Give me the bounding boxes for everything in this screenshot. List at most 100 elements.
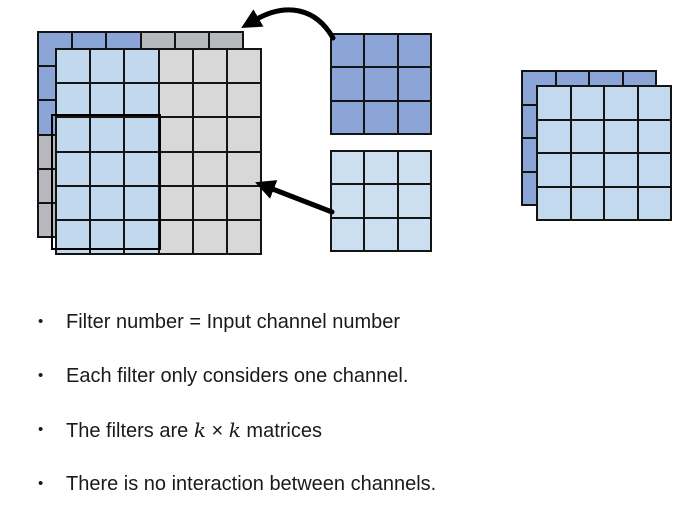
- text-run: Filter number = Input channel number: [66, 311, 401, 333]
- grid-cell: [57, 84, 90, 117]
- grid-cell: [57, 118, 90, 151]
- grid-cell: [159, 152, 192, 185]
- grid-cell: [538, 120, 570, 152]
- grid-cell: [332, 68, 364, 100]
- grid-cell: [398, 101, 430, 133]
- arrow-shaft: [255, 180, 335, 215]
- grid-cell: [332, 101, 364, 133]
- grid-cell: [227, 152, 260, 185]
- grid-cell: [193, 118, 226, 151]
- grid-cell: [125, 50, 158, 83]
- grid-cell: [332, 35, 364, 67]
- grid-cell: [159, 84, 192, 117]
- filter-grid-channel-2: [330, 150, 432, 252]
- grid-cell: [125, 152, 158, 185]
- grid-cell: [365, 35, 397, 67]
- input-channel-front-grid: [55, 48, 262, 255]
- grid-cell: [125, 186, 158, 219]
- grid-cell: [638, 154, 670, 186]
- text-run: ×: [205, 420, 229, 442]
- grid-cell: [159, 50, 192, 83]
- bullet-item: • Filter number = Input channel number: [38, 310, 658, 334]
- grid-cell: [538, 154, 570, 186]
- grid-cell: [159, 118, 192, 151]
- grid-cell: [332, 152, 364, 184]
- bullet-marker-icon: •: [38, 367, 44, 384]
- grid-cell: [227, 186, 260, 219]
- grid-cell: [571, 87, 603, 119]
- grid-cell: [193, 220, 226, 253]
- grid-cell: [365, 218, 397, 250]
- bullet-text: There is no interaction between channels…: [66, 472, 436, 496]
- grid-cell: [332, 218, 364, 250]
- grid-cell: [91, 220, 124, 253]
- arrow-shaft: [241, 7, 336, 41]
- grid-cell: [398, 152, 430, 184]
- grid-cell: [398, 68, 430, 100]
- bullet-marker-icon: •: [38, 313, 44, 330]
- grid-cell: [125, 118, 158, 151]
- grid-cell: [125, 220, 158, 253]
- grid-cell: [125, 84, 158, 117]
- bullet-list: • Filter number = Input channel number • Ea…: [38, 310, 658, 513]
- grid-cell: [605, 187, 637, 219]
- bullet-item: • Each filter only considers one channel.: [38, 364, 658, 388]
- grid-cell: [193, 186, 226, 219]
- grid-cell: [638, 120, 670, 152]
- filter-window-outline: [51, 114, 161, 250]
- text-run: matrices: [240, 420, 322, 442]
- grid-cell: [193, 84, 226, 117]
- grid-cell: [332, 185, 364, 217]
- text-run: There is no interaction between channels…: [66, 473, 437, 495]
- grid-cell: [605, 154, 637, 186]
- text-run: Each filter only considers one channel.: [66, 365, 409, 387]
- grid-cell: [571, 120, 603, 152]
- grid-cell: [538, 87, 570, 119]
- bullet-text: The filters are k × k matrices: [66, 418, 322, 443]
- grid-cell: [365, 185, 397, 217]
- text-run: The filters are: [66, 420, 194, 442]
- math-symbol: k: [193, 418, 206, 442]
- grid-cell: [227, 50, 260, 83]
- grid-cell: [91, 118, 124, 151]
- grid-cell: [227, 220, 260, 253]
- grid-cell: [365, 101, 397, 133]
- straight-arrow-icon: [255, 180, 335, 215]
- bullet-marker-icon: •: [38, 421, 44, 438]
- curved-arrow-icon: [241, 7, 336, 41]
- math-symbol: k: [228, 418, 241, 442]
- grid-cell: [57, 152, 90, 185]
- grid-cell: [57, 220, 90, 253]
- grid-cell: [159, 186, 192, 219]
- grid-cell: [605, 120, 637, 152]
- grid-cell: [91, 84, 124, 117]
- output-feature-map-front-grid: [536, 85, 672, 221]
- grid-cell: [538, 187, 570, 219]
- grid-cell: [193, 152, 226, 185]
- bullet-item: • The filters are k × k matrices: [38, 418, 658, 442]
- grid-cell: [193, 50, 226, 83]
- grid-cell: [398, 218, 430, 250]
- grid-cell: [227, 118, 260, 151]
- filter-grid-channel-1: [330, 33, 432, 135]
- grid-cell: [398, 35, 430, 67]
- bullet-text: Each filter only considers one channel.: [66, 364, 408, 388]
- grid-cell: [57, 50, 90, 83]
- grid-cell: [91, 186, 124, 219]
- grid-cell: [638, 187, 670, 219]
- grid-cell: [571, 154, 603, 186]
- bullet-item: • There is no interaction between channel…: [38, 472, 658, 496]
- grid-cell: [398, 185, 430, 217]
- grid-cell: [91, 152, 124, 185]
- grid-cell: [91, 50, 124, 83]
- grid-cell: [365, 68, 397, 100]
- grid-cell: [57, 186, 90, 219]
- grid-cell: [365, 152, 397, 184]
- grid-cell: [571, 187, 603, 219]
- bullet-marker-icon: •: [38, 475, 44, 492]
- grid-cell: [159, 220, 192, 253]
- bullet-text: Filter number = Input channel number: [66, 310, 400, 334]
- grid-cell: [605, 87, 637, 119]
- grid-cell: [227, 84, 260, 117]
